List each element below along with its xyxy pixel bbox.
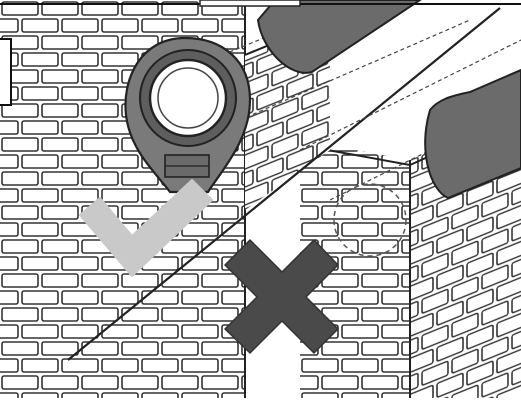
callout-box xyxy=(0,38,12,106)
